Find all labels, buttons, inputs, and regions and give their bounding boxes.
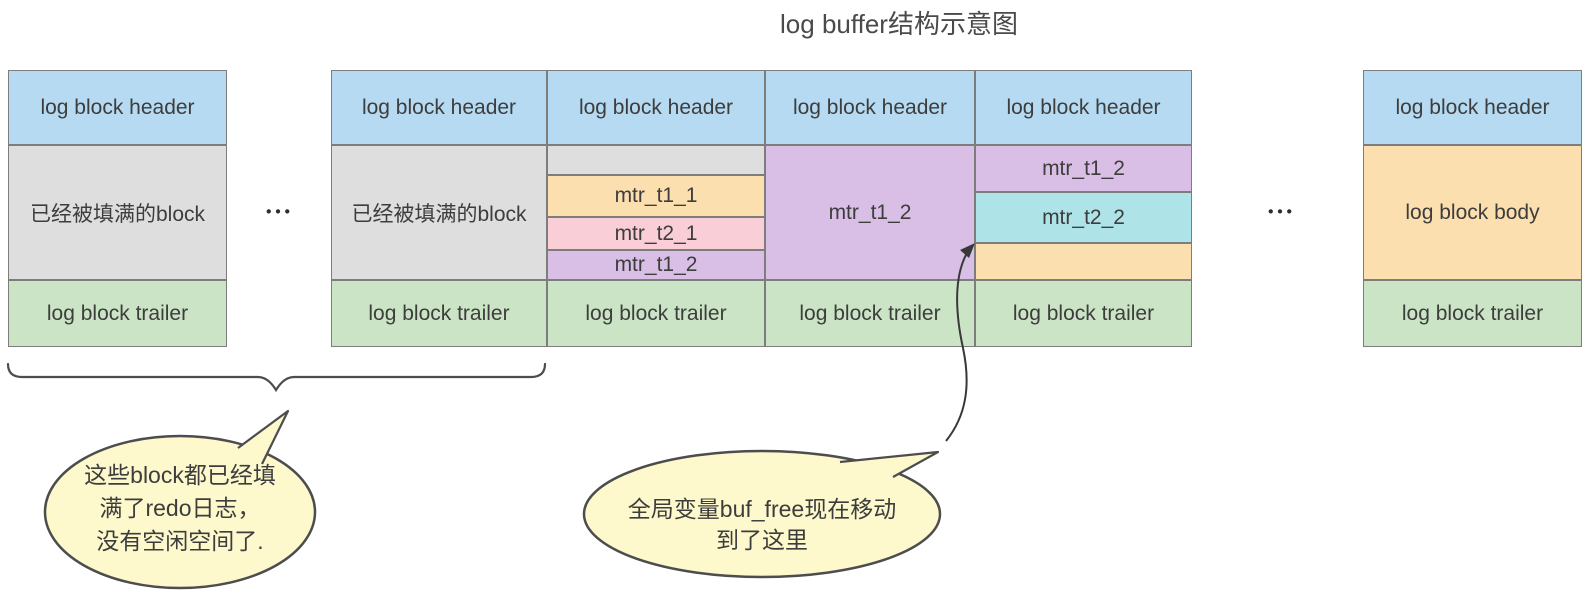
log-block-header: log block header <box>8 70 227 145</box>
log-block-trailer: log block trailer <box>8 280 227 347</box>
left-callout-line3: 没有空闲空间了. <box>96 528 264 554</box>
filled-blocks-brace <box>6 362 547 393</box>
free-space-segment <box>975 243 1192 280</box>
block-future: log block header log block body log bloc… <box>1363 70 1582 347</box>
log-block-trailer: log block trailer <box>331 280 547 347</box>
used-space-segment <box>547 145 765 175</box>
log-block-header: log block header <box>1363 70 1582 145</box>
left-callout-line2: 满了redo日志， <box>99 495 261 521</box>
log-block-header: log block header <box>331 70 547 145</box>
ellipsis-left: ••• <box>266 203 294 221</box>
block-filled-1: log block header 已经被填满的block log block t… <box>8 70 227 347</box>
mtr-t2-2-segment: mtr_t2_2 <box>975 192 1192 243</box>
block-mtr-full: log block header mtr_t1_2 log block trai… <box>765 70 975 347</box>
mtr-t2-1-segment: mtr_t2_1 <box>547 217 765 250</box>
log-block-header: log block header <box>975 70 1192 145</box>
ellipsis-right: ••• <box>1268 203 1296 221</box>
log-block-header: log block header <box>765 70 975 145</box>
mtr-t1-2-segment: mtr_t1_2 <box>765 145 975 280</box>
left-callout-line1: 这些block都已经填 <box>84 462 276 488</box>
block-filled-2: log block header 已经被填满的block log block t… <box>331 70 547 347</box>
right-callout-tail <box>839 450 940 478</box>
filled-block-body: 已经被填满的block <box>8 145 227 280</box>
log-block-trailer: log block trailer <box>765 280 975 347</box>
log-block-trailer: log block trailer <box>547 280 765 347</box>
filled-block-body: 已经被填满的block <box>331 145 547 280</box>
left-callout-tail <box>237 409 290 465</box>
block-mtr-mixed: log block header mtr_t1_1 mtr_t2_1 mtr_t… <box>547 70 765 347</box>
left-callout-text: 这些block都已经填 满了redo日志， 没有空闲空间了. <box>84 459 276 558</box>
right-callout-line1: 全局变量buf_free现在移动 <box>627 496 897 522</box>
log-block-body: log block body <box>1363 145 1582 280</box>
mtr-t1-2-segment: mtr_t1_2 <box>975 145 1192 192</box>
right-callout-text: 全局变量buf_free现在移动 到了这里 <box>628 494 896 556</box>
right-callout-line2: 到了这里 <box>716 527 808 553</box>
log-block-trailer: log block trailer <box>1363 280 1582 347</box>
mtr-t1-1-segment: mtr_t1_1 <box>547 175 765 217</box>
log-block-trailer: log block trailer <box>975 280 1192 347</box>
mtr-t1-2-segment: mtr_t1_2 <box>547 250 765 280</box>
log-block-header: log block header <box>547 70 765 145</box>
block-current: log block header mtr_t1_2 mtr_t2_2 log b… <box>975 70 1192 347</box>
diagram-title: log buffer结构示意图 <box>780 9 1018 39</box>
